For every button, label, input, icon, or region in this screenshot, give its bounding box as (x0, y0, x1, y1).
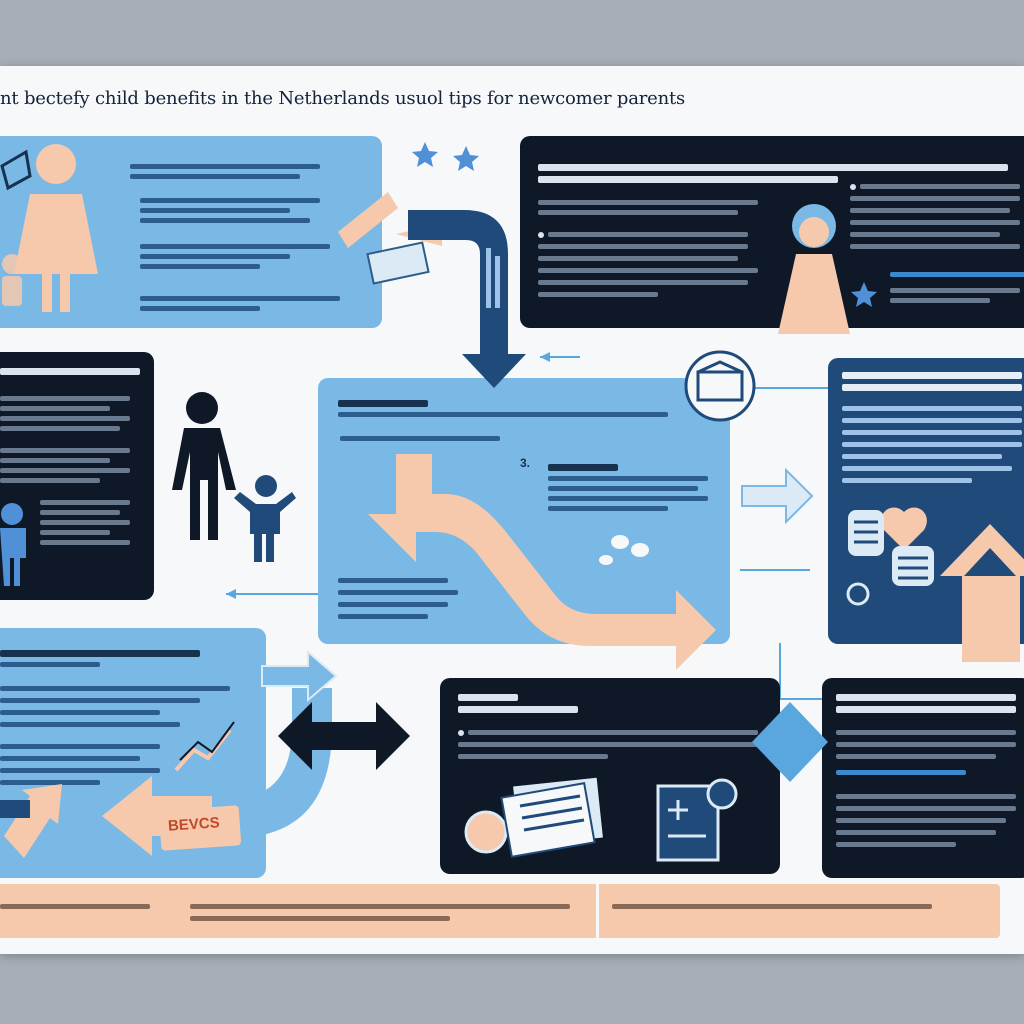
double-arrow-icon (278, 702, 410, 770)
card-bottom-right (822, 678, 1024, 878)
adult-figure-icon (172, 392, 236, 540)
coin-icon (464, 810, 508, 854)
curved-arrow-icon (408, 210, 526, 388)
chart-trend-icon (174, 721, 235, 772)
child-icon (2, 254, 22, 306)
step-number: 3. (520, 456, 531, 470)
mailbox-icon (684, 350, 756, 422)
connector-arrowhead (226, 589, 236, 599)
card-top-right (520, 136, 1024, 328)
tag-icon (158, 805, 242, 851)
up-right-arrow-icon (4, 784, 62, 858)
process-arrow-icon (368, 454, 716, 670)
dot-icon (846, 582, 870, 606)
connector-arrowhead (540, 352, 550, 362)
star-icon (851, 282, 877, 307)
document-icon (500, 777, 603, 858)
notepad-icon (656, 778, 738, 862)
woman-icon (14, 144, 98, 312)
right-arrow-icon (741, 467, 814, 525)
star-icon (412, 142, 438, 167)
diamond-connector-icon (752, 702, 828, 782)
heart-icon (881, 507, 927, 550)
child-icon (234, 475, 296, 562)
right-arrow-icon (261, 649, 338, 703)
infographic-sheet: nt bectefy child benefits in the Netherl… (0, 66, 1024, 954)
woman-icon (778, 204, 850, 334)
card-mid-left (0, 352, 154, 600)
star-icon (453, 146, 479, 171)
child-icon (0, 503, 26, 586)
map-card-icon (0, 149, 32, 191)
benefits-tag: BEVCS (167, 814, 221, 835)
illustration-layer (0, 142, 1024, 862)
document-icon (848, 510, 934, 586)
footprint-icon (599, 535, 649, 565)
connector-layer (226, 352, 830, 700)
page-title: nt bectefy child benefits in the Netherl… (0, 88, 686, 109)
bottom-banner (0, 884, 1000, 938)
house-arrow-icon (940, 524, 1024, 662)
